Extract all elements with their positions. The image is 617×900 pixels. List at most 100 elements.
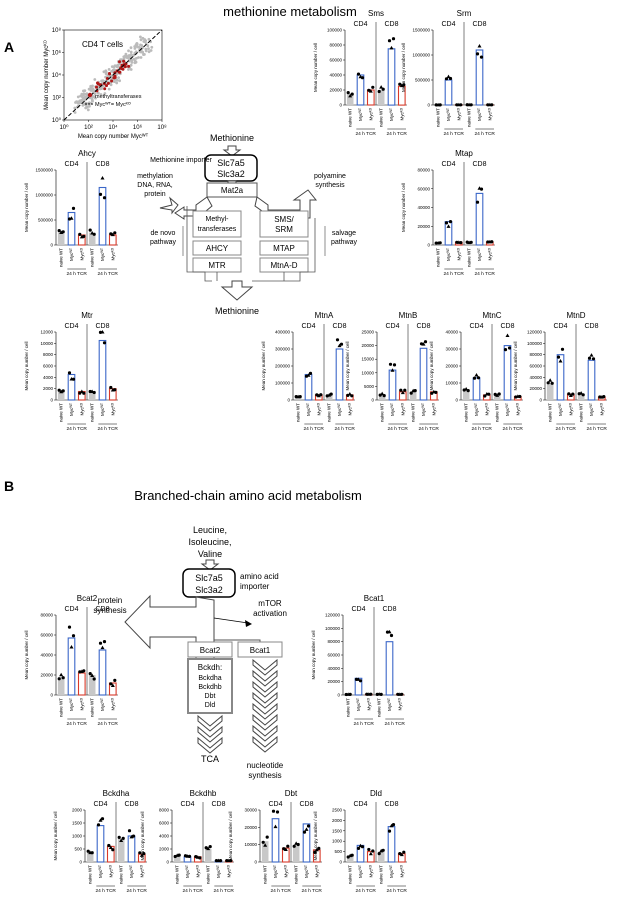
scatter-point: [137, 56, 140, 59]
x-category-label: Mycᴷᴼ: [314, 864, 319, 877]
data-point: [434, 390, 438, 394]
tcr-label: 24 h TCR: [384, 721, 405, 727]
group-label: CD8: [95, 323, 109, 330]
scatter-point: [73, 106, 77, 110]
bar: [377, 90, 385, 105]
data-point: [444, 221, 449, 225]
methylation-1: methylation: [137, 173, 173, 180]
x-category-label: Mycᴷᴼ: [139, 864, 144, 877]
y-tick-label: 0: [337, 693, 340, 698]
group-label: CD4: [441, 161, 455, 168]
methyltransferases-2: transferases: [198, 226, 237, 233]
data-point: [403, 388, 407, 392]
x-category-label: naive WT: [379, 108, 384, 127]
y-tick-label: 8000: [43, 352, 54, 357]
tcr-label: 24 h TCR: [386, 888, 407, 894]
scatter-point: [89, 89, 93, 92]
y-tick-label: 0: [79, 860, 82, 865]
salvage-2: pathway: [331, 239, 358, 246]
bar: [444, 79, 453, 106]
data-point: [475, 52, 480, 56]
group-label: CD4: [553, 323, 567, 330]
scatter-point: [103, 92, 107, 95]
arrow-down-icon: [200, 559, 220, 571]
data-point: [113, 388, 117, 392]
scatter-point: [129, 50, 133, 54]
bar: [419, 347, 428, 401]
sms-srm-2: SRM: [275, 225, 293, 234]
mat2a-box: [206, 182, 258, 198]
y-tick-label: 0: [287, 398, 290, 403]
data-point: [292, 844, 296, 848]
x-category-label: Mycᴷᴼ: [484, 402, 489, 415]
y-tick-label: 1000: [332, 839, 343, 844]
bar: [57, 232, 65, 245]
data-point: [556, 355, 561, 359]
data-point: [111, 848, 115, 852]
methyltransferases-1: Methyl-: [206, 216, 230, 223]
x-category-label: Mycᵂᵀ: [474, 403, 479, 416]
x-category-label: naive WT: [327, 403, 332, 422]
x-category-label: Mycᵂᵀ: [69, 248, 74, 261]
scatter-point: [147, 50, 151, 54]
x-category-label: Mycᵂᵀ: [129, 865, 134, 878]
data-point: [381, 87, 385, 91]
y-tick-label: 1500000: [412, 28, 430, 33]
group-label: CD4: [385, 323, 399, 330]
data-point: [477, 43, 482, 48]
y-tick-label: 0: [339, 860, 342, 865]
data-point: [82, 234, 86, 238]
x-category-label: Mycᵂᵀ: [356, 698, 361, 711]
y-tick-label: 6000: [159, 821, 170, 826]
chart-title: Bcat1: [364, 594, 385, 603]
x-category-label: naive WT: [59, 403, 64, 422]
data-point: [57, 229, 61, 233]
group-label: CD4: [353, 801, 367, 808]
bar: [57, 391, 65, 400]
data-point: [82, 669, 86, 673]
x-category-label: naive WT: [348, 865, 353, 884]
data-point: [92, 390, 96, 395]
data-point: [319, 393, 323, 397]
scatter-point: [126, 68, 130, 71]
chevron-down-icon: [252, 724, 278, 742]
y-tick-label: 40000: [40, 653, 53, 658]
y-axis-label: Mean copy number / cell: [513, 341, 518, 390]
data-point: [102, 341, 107, 345]
bar: [444, 221, 453, 246]
y-tick-label: 60000: [327, 653, 340, 658]
bar: [587, 359, 596, 401]
y-tick-label: 1000: [72, 834, 83, 839]
scatter-point: [93, 78, 97, 81]
data-point: [490, 240, 494, 244]
data-point: [67, 371, 72, 375]
data-point: [325, 394, 329, 398]
y-tick-label: 500: [334, 849, 342, 854]
data-point: [119, 838, 124, 842]
data-point: [61, 230, 65, 234]
scatter-point: [107, 68, 111, 71]
data-point: [92, 677, 96, 681]
group-label: CD8: [124, 801, 138, 808]
data-point: [308, 371, 313, 375]
nucleotide-1: nucleotide: [247, 761, 284, 770]
bar: [292, 844, 300, 862]
data-point: [360, 845, 365, 849]
methyltransferase-point: [113, 76, 116, 80]
group-label: CD4: [301, 323, 315, 330]
bar: [503, 345, 512, 401]
y-tick-label: 80000: [529, 352, 542, 357]
section-a-title: methionine metabolism: [223, 4, 357, 19]
x-tick-label: 10⁰: [59, 124, 69, 131]
methyltransferase-point: [121, 67, 125, 71]
scatter-point: [124, 52, 128, 56]
group-label: CD4: [353, 21, 367, 28]
bcaa-diagram: Leucine, Isoleucine, Valine Slc7a5 Slc3a…: [93, 525, 287, 780]
y-tick-label: 0: [455, 398, 458, 403]
x-category-label: Mycᴷᴼ: [316, 402, 321, 415]
data-point: [474, 373, 479, 377]
data-point: [368, 851, 373, 856]
